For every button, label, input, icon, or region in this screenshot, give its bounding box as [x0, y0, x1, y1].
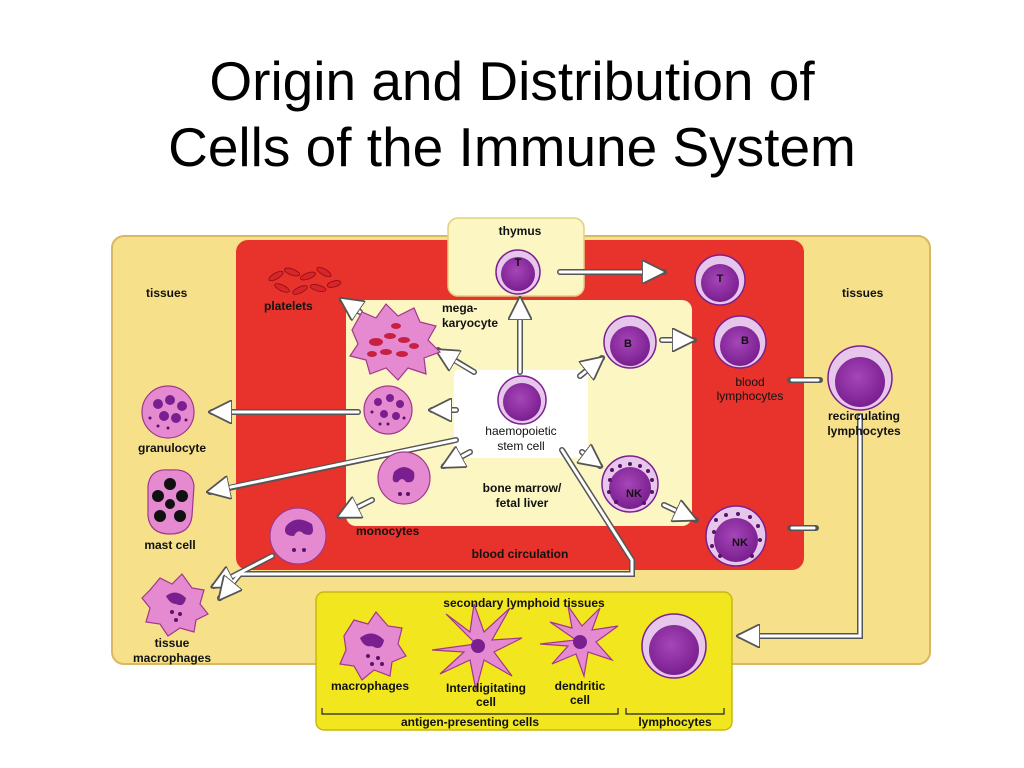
granulocyte-precursor	[363, 385, 413, 435]
interdigitating-cell	[431, 603, 523, 691]
label-granulocyte: granulocyte	[138, 441, 206, 455]
tissue-macrophage	[141, 573, 209, 637]
label-tissue-macrophages-2: macrophages	[133, 651, 211, 665]
label-mast-cell: mast cell	[144, 538, 195, 552]
blood-b-cell: B	[713, 315, 767, 369]
label-secondary-lymphoid: secondary lymphoid tissues	[443, 596, 605, 610]
label-stem-cell-1: haemopoietic	[485, 424, 556, 438]
label-thymus: thymus	[499, 224, 542, 238]
blood-t-cell: T	[694, 254, 746, 306]
thymus-t-letter: T	[515, 257, 522, 269]
label-recirculating-2: lymphocytes	[827, 424, 901, 438]
label-tissue-macrophages-1: tissue	[155, 636, 190, 650]
label-tissues-right: tissues	[842, 286, 884, 300]
label-interdigitating-2: cell	[476, 695, 496, 709]
label-dendritic-1: dendritic	[555, 679, 606, 693]
secondary-lymphocyte	[641, 613, 707, 679]
platelets	[268, 266, 342, 295]
arrows-inner	[212, 272, 862, 636]
marrow-nk-letter: NK	[626, 488, 642, 500]
label-interdigitating-1: Interdigitating	[446, 681, 526, 695]
monocyte	[269, 507, 327, 565]
megakaryocyte	[349, 303, 442, 381]
slide-title: Origin and Distribution of Cells of the …	[0, 48, 1024, 180]
marrow-nk-cell: NK	[601, 455, 659, 513]
label-antigen-presenting: antigen-presenting cells	[401, 715, 539, 729]
bracket-lymphocytes	[625, 708, 725, 715]
label-platelets: platelets	[264, 299, 313, 313]
marrow-b-cell: B	[603, 315, 657, 369]
title-line-2: Cells of the Immune System	[168, 116, 856, 178]
blood-b-letter: B	[741, 335, 749, 347]
title-line-1: Origin and Distribution of	[209, 50, 815, 112]
dendritic-cell	[539, 605, 619, 679]
label-blood-circulation: blood circulation	[472, 547, 569, 561]
label-bone-marrow-2: fetal liver	[496, 496, 549, 510]
recirculating-lymphocyte	[827, 345, 893, 411]
bracket-antigen-presenting	[321, 708, 619, 715]
label-recirculating-1: recirculating	[828, 409, 900, 423]
secondary-macrophage	[339, 611, 407, 681]
marrow-b-letter: B	[624, 338, 632, 350]
label-monocytes: monocytes	[356, 524, 420, 538]
label-blood-lymphocytes-2: lymphocytes	[717, 389, 784, 403]
stem-cell	[497, 375, 547, 425]
label-tissues-left: tissues	[146, 286, 188, 300]
label-blood-lymphocytes-1: blood	[735, 375, 764, 389]
label-stem-cell-2: stem cell	[497, 439, 544, 453]
label-bone-marrow-1: bone marrow/	[483, 481, 562, 495]
label-megakaryocyte-2: karyocyte	[442, 316, 498, 330]
thymus-t-cell: T	[495, 249, 541, 295]
label-dendritic-2: cell	[570, 693, 590, 707]
granulocyte	[141, 385, 195, 439]
label-macrophages: macrophages	[331, 679, 409, 693]
label-megakaryocyte-1: mega-	[442, 301, 477, 315]
label-lymphocytes: lymphocytes	[638, 715, 712, 729]
mast-cell	[147, 469, 195, 535]
blood-nk-letter: NK	[732, 537, 748, 549]
blood-nk-cell: NK	[705, 505, 767, 567]
secondary-lymphoid-region	[315, 591, 733, 731]
monocyte-precursor	[377, 451, 431, 505]
blood-t-letter: T	[717, 273, 724, 285]
